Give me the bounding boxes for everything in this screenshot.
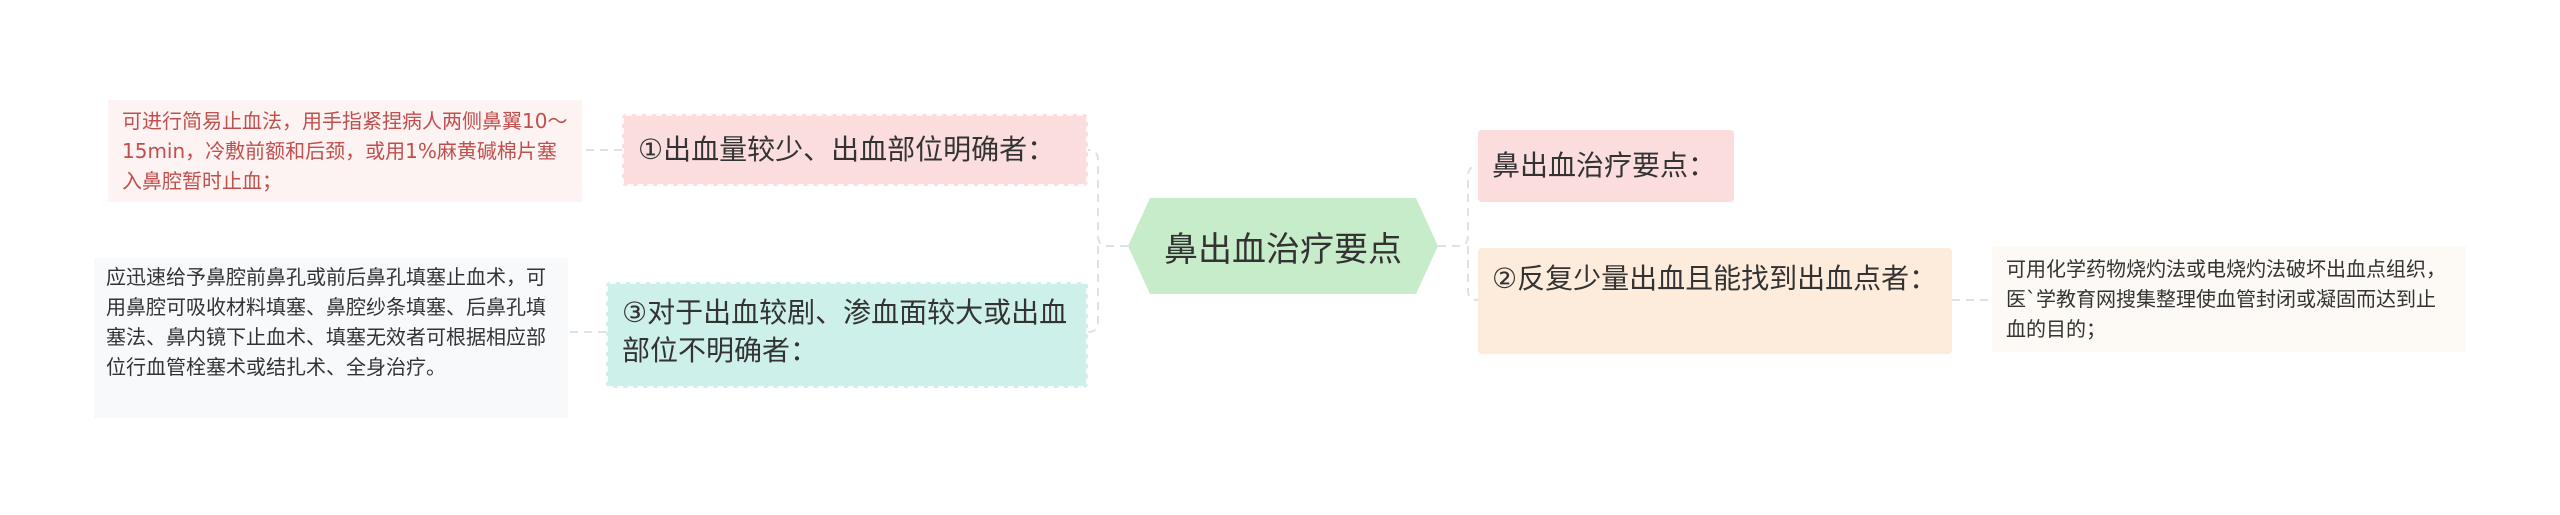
leaf-simple-hemostasis[interactable]: 可进行简易止血法，用手指紧捏病人两侧鼻翼10～15min，冷敷前额和后颈，或用1… (108, 100, 582, 202)
connector-central-right-bottom (1467, 246, 1479, 301)
branch-treatment-points[interactable]: 鼻出血治疗要点： (1478, 130, 1734, 202)
leaf-cauterization[interactable]: 可用化学药物烧灼法或电烧灼法破坏出血点组织，医`学教育网搜集整理使血管封闭或凝固… (1992, 246, 2466, 352)
branch-recurrent-bleeding-label: ②反复少量出血且能找到出血点者： (1492, 262, 1938, 295)
connector-central-left-top (1087, 149, 1128, 247)
leaf-cauterization-text: 可用化学药物烧灼法或电烧灼法破坏出血点组织，医`学教育网搜集整理使血管封闭或凝固… (2006, 257, 2446, 341)
branch-treatment-points-label: 鼻出血治疗要点： (1492, 149, 1717, 182)
branch-recurrent-bleeding[interactable]: ②反复少量出血且能找到出血点者： (1478, 248, 1952, 354)
central-topic-title: 鼻出血治疗要点 (1164, 229, 1402, 270)
branch-minor-bleeding[interactable]: ①出血量较少、出血部位明确者： (622, 114, 1088, 186)
branch-minor-bleeding-label: ①出血量较少、出血部位明确者： (638, 133, 1056, 166)
branch-severe-bleeding-label: ③对于出血较剧、渗血面较大或出血部位不明确者： (622, 296, 1068, 367)
leaf-simple-hemostasis-text: 可进行简易止血法，用手指紧捏病人两侧鼻翼10～15min，冷敷前额和后颈，或用1… (122, 109, 568, 193)
branch-severe-bleeding[interactable]: ③对于出血较剧、渗血面较大或出血部位不明确者： (606, 282, 1088, 388)
leaf-nasal-packing[interactable]: 应迅速给予鼻腔前鼻孔或前后鼻孔填塞止血术，可用鼻腔可吸收材料填塞、鼻腔纱条填塞、… (94, 258, 568, 418)
connector-central-right-top (1438, 165, 1479, 247)
central-topic[interactable]: 鼻出血治疗要点 (1128, 198, 1438, 294)
leaf-nasal-packing-text: 应迅速给予鼻腔前鼻孔或前后鼻孔填塞止血术，可用鼻腔可吸收材料填塞、鼻腔纱条填塞、… (106, 265, 546, 379)
connector-central-left-bottom (1087, 246, 1099, 333)
